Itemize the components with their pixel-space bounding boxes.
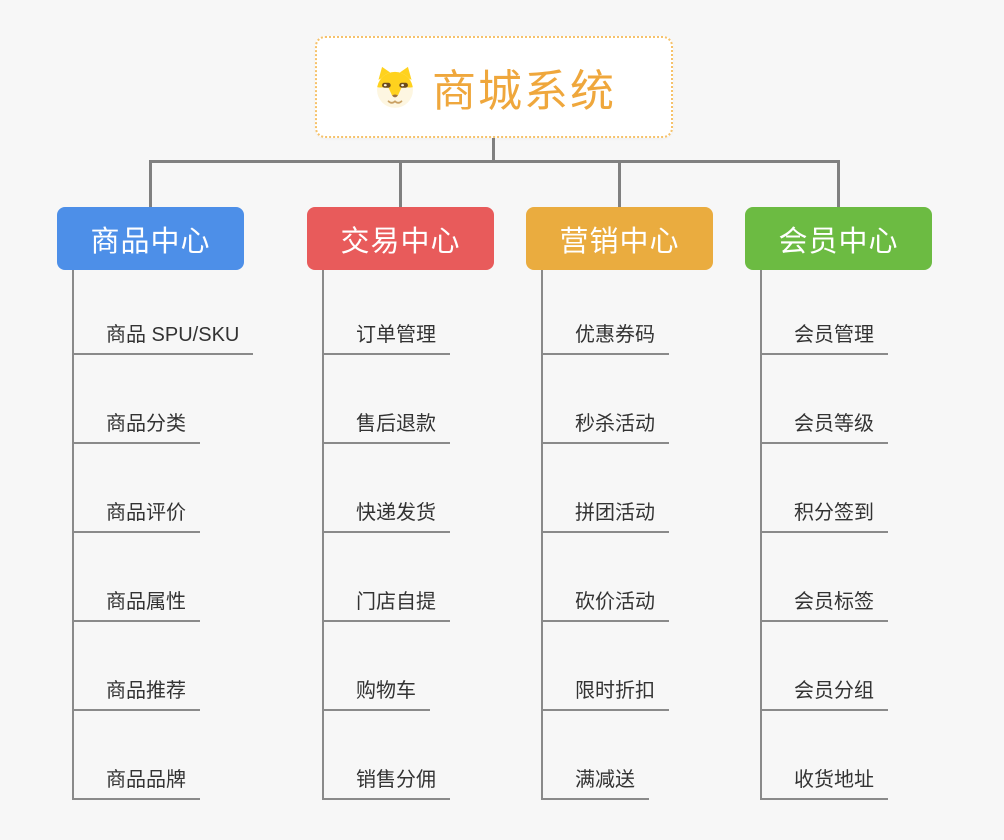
- leaf-item[interactable]: 商品评价: [72, 493, 200, 533]
- branch-node-trade-center[interactable]: 交易中心: [307, 207, 494, 270]
- leaf-item[interactable]: 收货地址: [760, 760, 888, 800]
- leaf-item[interactable]: 会员等级: [760, 404, 888, 444]
- drop-connector-2: [399, 160, 402, 207]
- leaf-item[interactable]: 购物车: [322, 671, 430, 711]
- leaf-item[interactable]: 商品分类: [72, 404, 200, 444]
- leaf-item[interactable]: 商品品牌: [72, 760, 200, 800]
- leaf-item[interactable]: 售后退款: [322, 404, 450, 444]
- branch-trunk-connector: [541, 270, 543, 800]
- bus-connector: [149, 160, 839, 163]
- root-title: 商城系统: [432, 67, 616, 116]
- leaf-item[interactable]: 快递发货: [322, 493, 450, 533]
- leaf-item[interactable]: 会员标签: [760, 582, 888, 622]
- branch-node-product-center[interactable]: 商品中心: [57, 207, 244, 270]
- branch-trunk-connector: [760, 270, 762, 800]
- leaf-item[interactable]: 订单管理: [322, 315, 450, 355]
- root-stem-connector: [492, 138, 495, 162]
- leaf-item[interactable]: 砍价活动: [541, 582, 669, 622]
- leaf-item[interactable]: 门店自提: [322, 582, 450, 622]
- branch-trunk-connector: [322, 270, 324, 800]
- leaf-item[interactable]: 拼团活动: [541, 493, 669, 533]
- leaf-item[interactable]: 秒杀活动: [541, 404, 669, 444]
- leaf-item[interactable]: 商品属性: [72, 582, 200, 622]
- leaf-item[interactable]: 满减送: [541, 760, 649, 800]
- leaf-item[interactable]: 会员管理: [760, 315, 888, 355]
- leaf-item[interactable]: 优惠券码: [541, 315, 669, 355]
- drop-connector-3: [618, 160, 621, 207]
- leaf-item[interactable]: 会员分组: [760, 671, 888, 711]
- root-node[interactable]: 商城系统: [315, 36, 673, 138]
- shiba-dog-icon: [377, 66, 413, 108]
- leaf-item[interactable]: 限时折扣: [541, 671, 669, 711]
- branch-node-marketing-center[interactable]: 营销中心: [526, 207, 713, 270]
- leaf-item[interactable]: 商品推荐: [72, 671, 200, 711]
- branch-node-member-center[interactable]: 会员中心: [745, 207, 932, 270]
- leaf-item[interactable]: 销售分佣: [322, 760, 450, 800]
- drop-connector-1: [149, 160, 152, 207]
- leaf-item[interactable]: 积分签到: [760, 493, 888, 533]
- branch-trunk-connector: [72, 270, 74, 800]
- leaf-item[interactable]: 商品 SPU/SKU: [72, 315, 254, 355]
- drop-connector-4: [837, 160, 840, 207]
